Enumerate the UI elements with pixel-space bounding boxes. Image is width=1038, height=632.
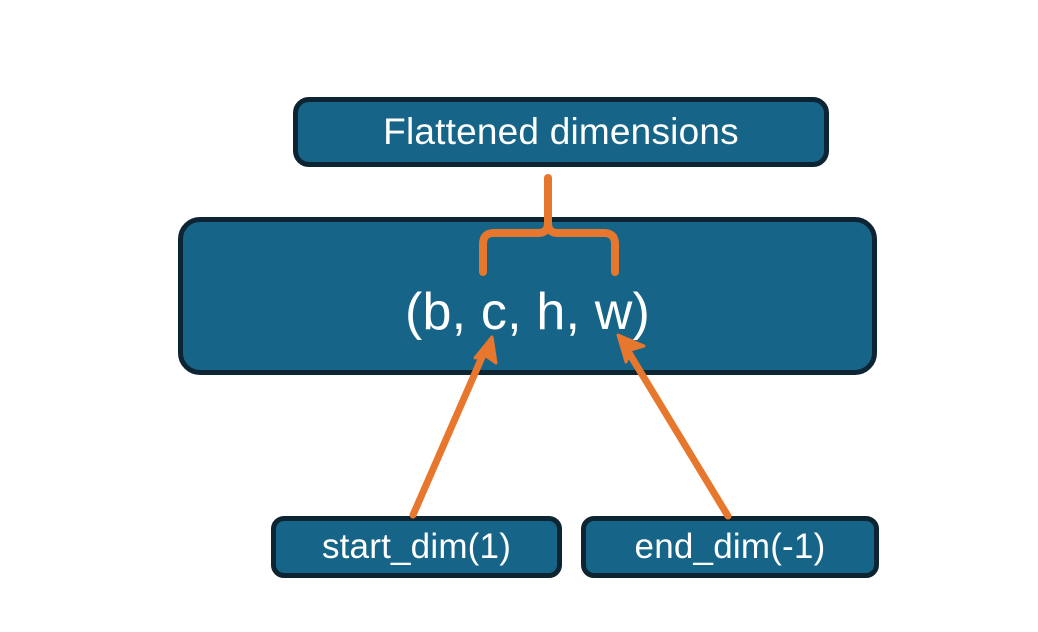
node-flattened-dimensions-label: Flattened dimensions xyxy=(383,111,739,152)
node-end-dim: end_dim(-1) xyxy=(581,516,879,578)
node-end-dim-label: end_dim(-1) xyxy=(634,527,826,566)
node-start-dim-label: start_dim(1) xyxy=(321,527,512,566)
node-tensor-shape: (b, c, h, w) xyxy=(178,217,877,375)
node-start-dim: start_dim(1) xyxy=(271,516,562,578)
node-tensor-shape-label: (b, c, h, w) xyxy=(404,283,651,341)
node-flattened-dimensions: Flattened dimensions xyxy=(293,97,829,167)
